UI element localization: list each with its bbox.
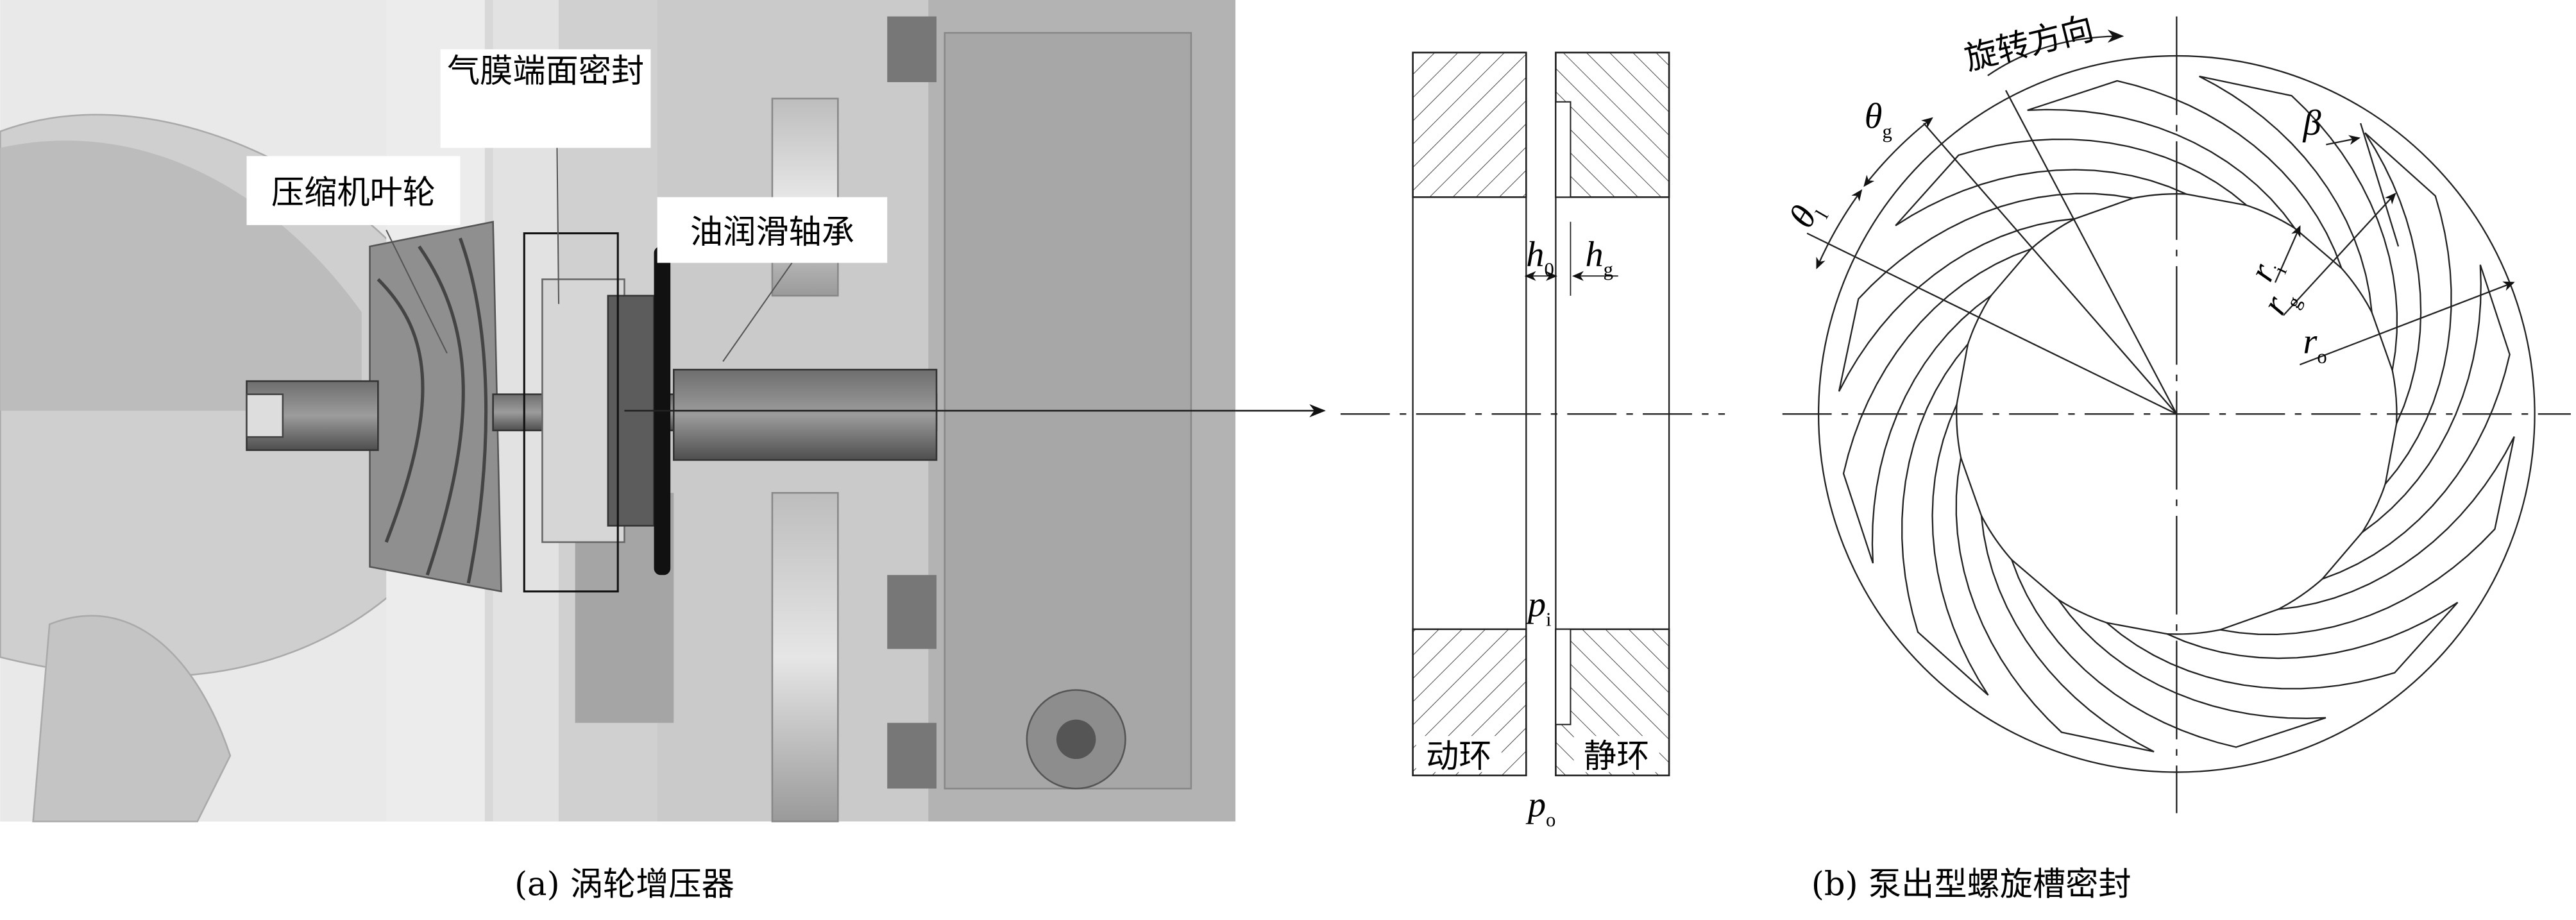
spiral-groove: [2220, 436, 2515, 636]
seal-highlight-box: [523, 232, 619, 593]
stator-ring-label: 静环: [1584, 737, 1649, 776]
rotor-ring-label: 动环: [1426, 737, 1491, 776]
beta-label: β: [2303, 103, 2321, 143]
rg-label: rg: [2255, 280, 2306, 324]
seal-label: 气膜端面密封: [447, 52, 644, 90]
caption-b: (b) 泵出型螺旋槽密封: [1811, 865, 2131, 904]
spiral-groove: [2199, 75, 2398, 371]
impeller-label: 压缩机叶轮: [271, 174, 436, 212]
rotation-direction-label: 旋转方向: [1961, 9, 2097, 78]
spiral-groove: [1838, 192, 2133, 392]
bearing-label: 油润滑轴承: [690, 213, 854, 251]
theta-g-label: θg: [1865, 97, 1892, 142]
spiral-groove: [1955, 457, 2155, 753]
h0-label: h0: [1526, 235, 1554, 280]
pi-label: pi: [1525, 584, 1552, 630]
spiral-groove: [2027, 80, 2343, 269]
spiral-groove: [2106, 602, 2459, 690]
po-label: po: [1525, 785, 1556, 831]
seal-cross-section: h0 hg pi po 动环 静环: [1340, 51, 1725, 831]
ri-label: ri: [2242, 253, 2292, 290]
spiral-groove: [2364, 132, 2452, 485]
caption-a: (a) 涡轮增压器: [514, 865, 734, 904]
hg-label: hg: [1585, 235, 1613, 280]
spiral-groove: [2321, 264, 2511, 580]
spiral-groove: [1842, 248, 2032, 564]
theta-l-label: θl: [1781, 194, 1833, 237]
turbocharger-illustration: 压缩机叶轮 气膜端面密封 油润滑轴承: [0, 0, 1236, 822]
spiral-groove-face: 旋转方向 θg θl β ri rg ro: [1781, 9, 2571, 814]
spiral-groove: [1895, 139, 2248, 226]
spiral-groove: [2011, 559, 2326, 748]
spiral-groove: [1901, 343, 1989, 696]
ro-label: ro: [2303, 322, 2327, 368]
